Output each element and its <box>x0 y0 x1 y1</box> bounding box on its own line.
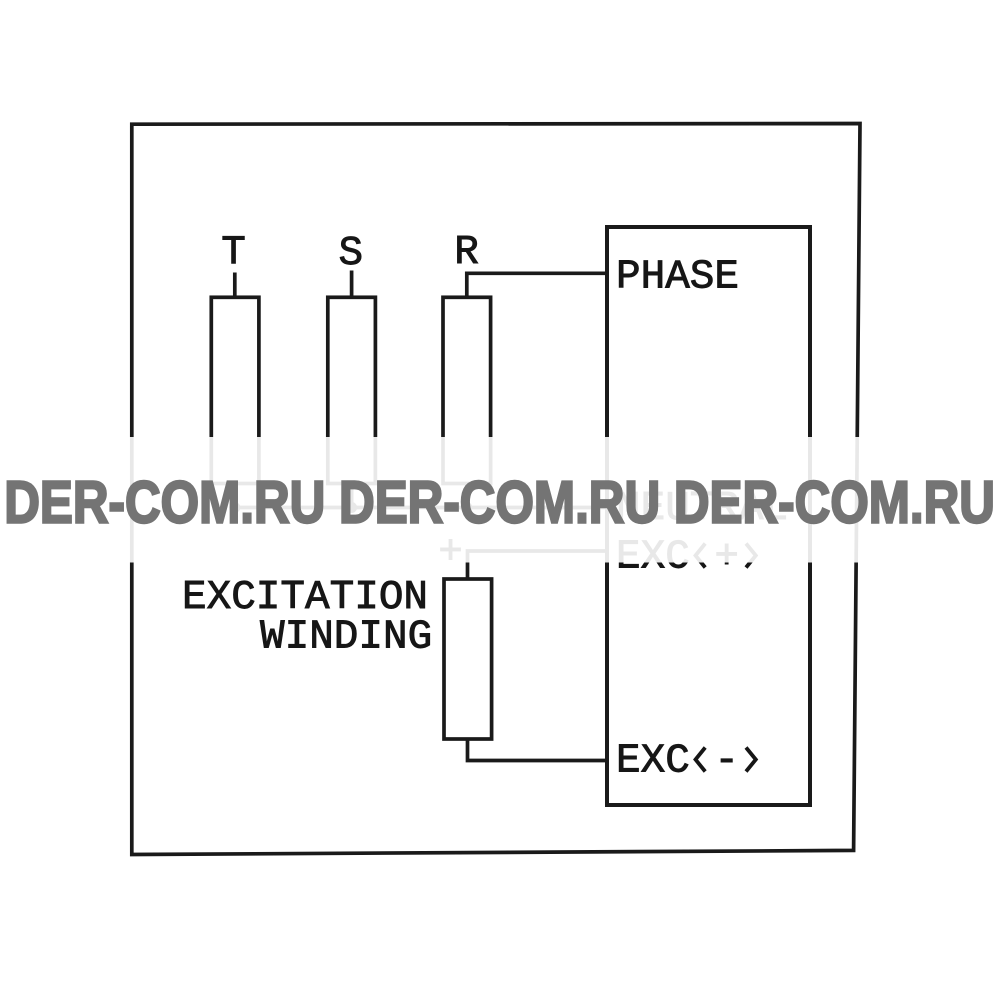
svg-text:EXCITATION: EXCITATION <box>182 575 428 621</box>
svg-text:DER-COM.RU DER-COM.RU DER-COM.: DER-COM.RU DER-COM.RU DER-COM.RU <box>4 469 995 535</box>
svg-text:S: S <box>338 231 363 277</box>
svg-text:EXC: EXC <box>616 739 690 785</box>
svg-text:PHASE: PHASE <box>616 255 739 301</box>
svg-text:-: - <box>714 739 739 785</box>
svg-text:WINDING: WINDING <box>260 615 432 661</box>
svg-text:T: T <box>221 231 246 277</box>
svg-text:R: R <box>454 230 479 276</box>
